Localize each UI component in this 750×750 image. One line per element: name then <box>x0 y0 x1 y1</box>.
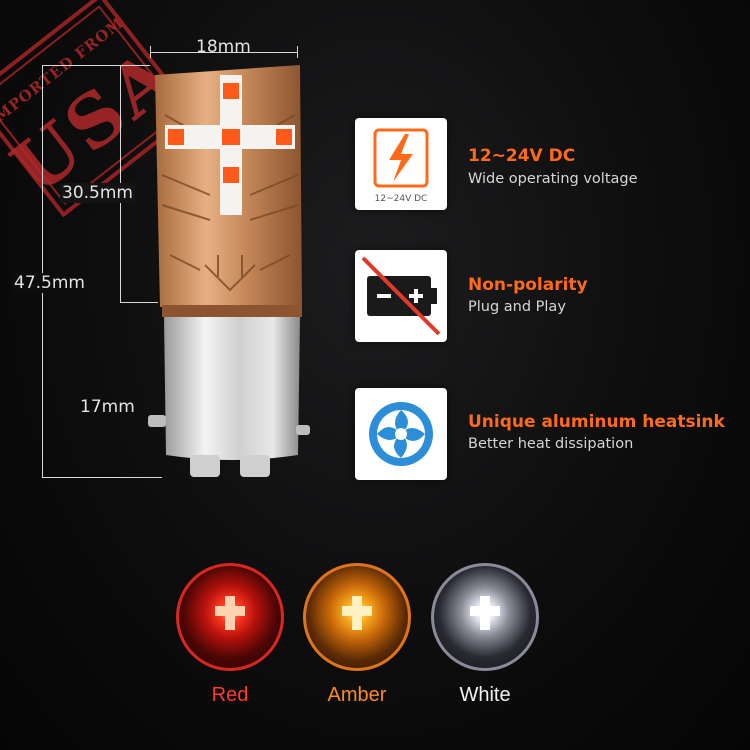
feature-polarity-title: Non-polarity <box>468 275 588 295</box>
red-led-glow-icon <box>215 596 245 630</box>
amber-color-label: Amber <box>327 684 387 706</box>
heatsink-icon-card <box>355 388 447 480</box>
head-height-label: 30.5mm <box>60 183 135 203</box>
head-height-tick-bottom <box>120 302 158 303</box>
width-dimension-line <box>150 52 298 53</box>
fan-heatsink-icon <box>369 402 433 466</box>
battery-crossed-icon <box>361 256 441 336</box>
voltage-icon-caption: 12~24V DC <box>375 194 428 204</box>
red-color-label: Red <box>211 684 249 706</box>
width-dimension-tick-left <box>150 46 151 58</box>
feature-heatsink-title: Unique aluminum heatsink <box>468 412 725 432</box>
amber-led-glow-icon <box>342 596 372 630</box>
red-color-swatch <box>176 563 284 671</box>
white-color-label: White <box>459 684 511 706</box>
total-height-tick-bottom <box>42 477 162 478</box>
feature-heatsink-subtitle: Better heat dissipation <box>468 436 634 452</box>
lightning-voltage-icon: 12~24V DC <box>373 128 429 204</box>
width-dimension-tick-right <box>297 46 298 58</box>
feature-voltage-subtitle: Wide operating voltage <box>468 171 638 187</box>
led-bulb-image <box>140 55 320 495</box>
total-height-tick-top <box>42 65 150 66</box>
voltage-icon-card: 12~24V DC <box>355 118 447 210</box>
total-height-dimension-line <box>42 65 43 477</box>
feature-voltage-title: 12~24V DC <box>468 146 576 166</box>
base-height-label: 17mm <box>80 397 135 417</box>
polarity-icon-card <box>355 250 447 342</box>
white-color-swatch <box>431 563 539 671</box>
amber-color-swatch <box>303 563 411 671</box>
white-led-glow-icon <box>470 596 500 630</box>
feature-polarity-subtitle: Plug and Play <box>468 299 566 315</box>
width-dimension-label: 18mm <box>196 37 251 57</box>
total-height-label: 47.5mm <box>12 273 87 293</box>
